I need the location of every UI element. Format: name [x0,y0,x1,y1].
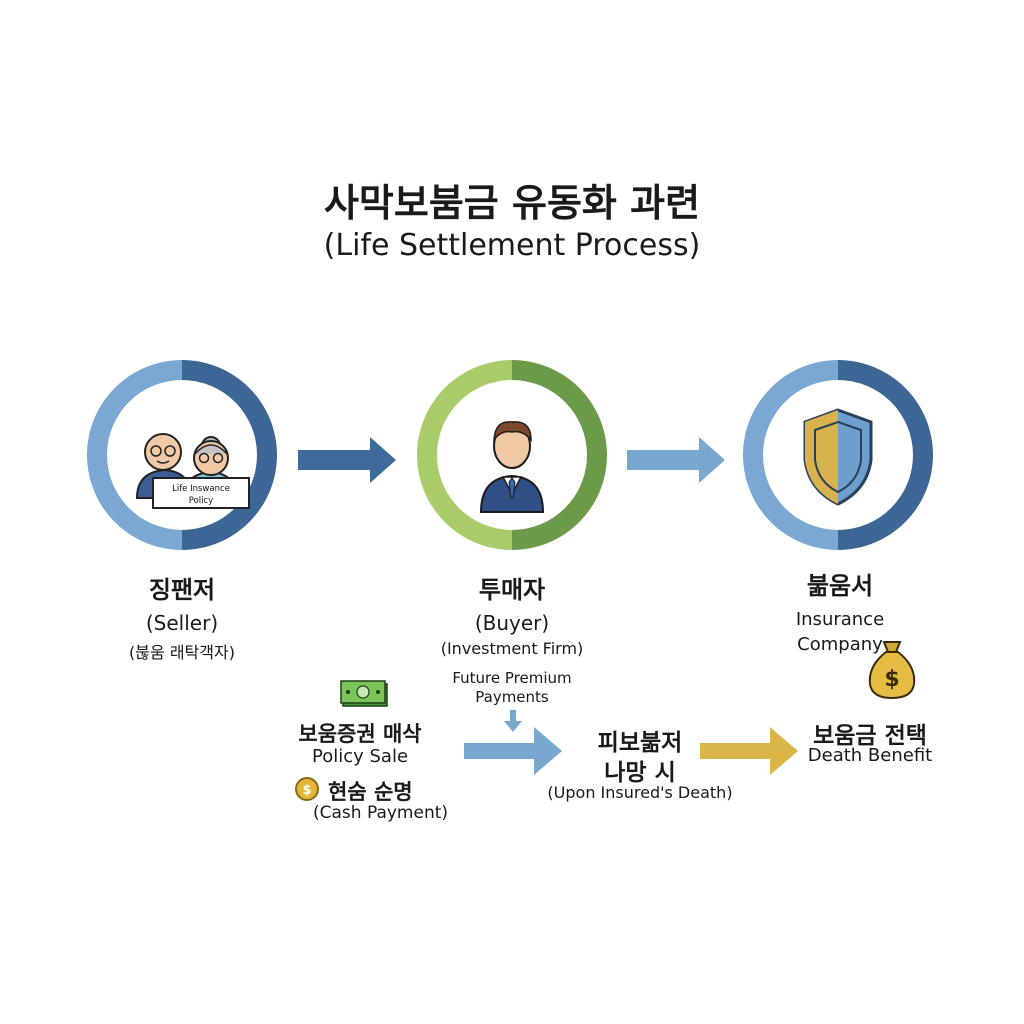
seller-label: 징팬저 (Seller) (붆움 래탁객자) [82,570,282,663]
policy-sign-line2: Policy [189,496,213,506]
policy-sale-korean: 보움증권 매삭 [298,722,422,746]
policy-sale-english: Policy Sale [311,746,409,767]
elderly-couple-icon: Life Inswance Policy [135,433,250,509]
seller-name-sub: (붆움 래탁객자) [129,643,235,662]
insurer-name-english-line2: Company [797,634,883,655]
future-premium-down-arrow [504,710,522,736]
future-premium-line2: Payments [475,688,549,706]
businessman-icon [479,421,545,513]
diagram-subtitle: (Life Settlement Process) [323,228,701,263]
buyer-name-english: (Buyer) [474,611,550,635]
svg-text:$: $ [884,667,899,692]
svg-text:$: $ [302,783,311,798]
buyer-ring-center [437,380,587,530]
cash-payment-english: (Cash Payment) [313,803,449,823]
death-benefit-korean: 보움금 전택 [813,723,927,749]
insurer-ring-center [763,380,913,530]
money-bag-icon: $ [866,638,918,704]
coin-icon: $ [294,776,320,806]
insured-death-korean-line1: 피보붊저 [597,730,683,756]
cash-bill-icon [340,679,390,713]
seller-ring: Life Inswance Policy [87,360,277,550]
future-premium-line1: Future Premium [452,669,572,687]
policy-sign-line1: Life Inswance [172,484,230,494]
buyer-name-sub: (Investment Firm) [440,639,584,658]
insurer-name-korean: 붊움서 [806,572,874,600]
diagram-title: 사막보붐금 유동화 과련 [323,181,701,225]
buyer-name-korean: 투매자 [478,576,546,604]
arrow-death-to-benefit [700,727,800,775]
insurer-ring [743,360,933,550]
arrow-seller-to-buyer [298,437,398,483]
insurer-label: 붊움서 Insurance Company [740,566,940,655]
death-benefit-english: Death Benefit [807,745,933,766]
buyer-label: 투매자 (Buyer) (Investment Firm) [412,570,612,658]
seller-name-english: (Seller) [145,611,219,635]
insured-death-english: (Upon Insured's Death) [547,783,733,802]
arrow-buyer-to-insurer [627,437,727,483]
insured-death-korean-line2: 나망 시 [604,760,676,786]
seller-name-korean: 징팬저 [148,576,216,604]
insurer-name-english-line1: Insurance [795,609,885,630]
shield-icon [803,408,873,506]
arrow-sale-to-death [464,727,564,775]
buyer-ring [417,360,607,550]
cash-payment-korean: 현숨 순명 [328,780,413,804]
seller-ring-center: Life Inswance Policy [107,380,257,530]
